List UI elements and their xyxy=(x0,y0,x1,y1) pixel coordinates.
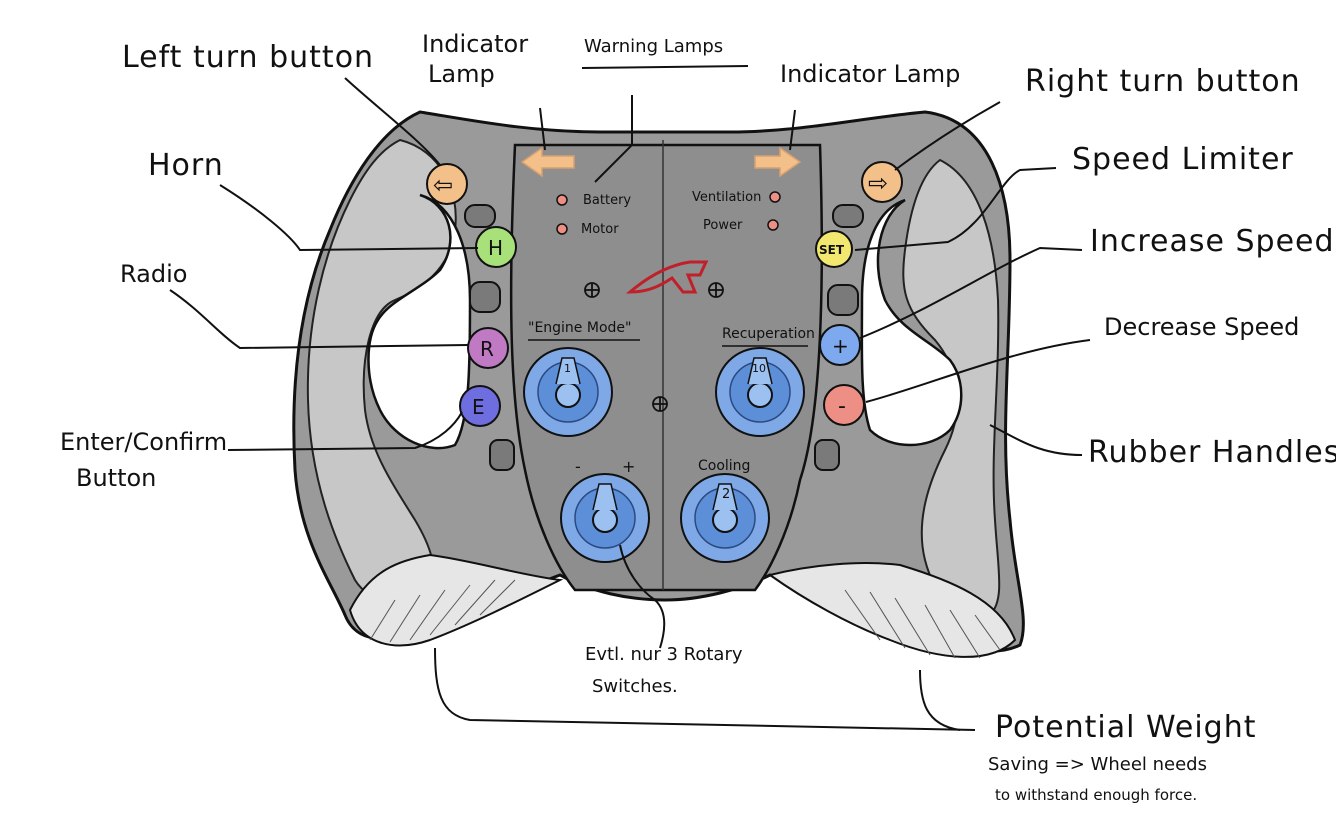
left-turn-button[interactable]: ⇦ xyxy=(426,163,468,205)
minus-label: - xyxy=(575,457,581,476)
enter-confirm-label-line2: Button xyxy=(76,464,157,492)
plus-label: + xyxy=(622,457,635,476)
left-lower-rotary-switch[interactable] xyxy=(560,473,650,563)
right-turn-button-label: Right turn button xyxy=(1025,64,1301,99)
speed-limiter-set-button[interactable]: SET xyxy=(815,230,853,268)
increase-speed-label: Increase Speed xyxy=(1090,224,1335,259)
right-turn-button[interactable]: ⇨ xyxy=(861,161,903,203)
warning-lamps xyxy=(556,191,781,235)
set-button-label: SET xyxy=(819,243,845,257)
right-arrow-icon: ⇨ xyxy=(868,169,888,197)
decrease-speed-label: Decrease Speed xyxy=(1104,313,1300,341)
enter-confirm-button[interactable]: E xyxy=(459,385,501,427)
cooling-label: Cooling xyxy=(698,458,750,474)
weight-saving-note-line3: to withstand enough force. xyxy=(995,786,1198,804)
weight-saving-note-line2: Saving => Wheel needs xyxy=(988,754,1207,775)
right-lower-grip xyxy=(767,562,1017,658)
grip-hatching xyxy=(369,579,1001,659)
rubber-handles-label: Rubber Handles xyxy=(1088,435,1336,470)
recuperation-rotary-switch[interactable]: 10 xyxy=(715,347,805,437)
lamp-power-label: Power xyxy=(703,218,743,233)
rotary-switches-note-line1: Evtl. nur 3 Rotary xyxy=(585,644,743,665)
lamp-battery-label: Battery xyxy=(583,193,631,208)
left-arrow-icon: ⇦ xyxy=(433,171,453,199)
right-indicator-label: Indicator Lamp xyxy=(780,60,961,88)
enter-confirm-label-line1: Enter/Confirm xyxy=(60,428,228,456)
horn-label: Horn xyxy=(148,148,224,183)
engine-mode-label: "Engine Mode" xyxy=(528,320,631,336)
left-indicator-label-line1: Indicator xyxy=(422,30,529,58)
left-turn-button-label: Left turn button xyxy=(122,40,375,75)
engine-mode-rotary-switch[interactable]: 1 xyxy=(523,347,613,437)
increase-button-label: + xyxy=(832,334,849,358)
rotary-switches-note-line2: Switches. xyxy=(592,676,678,697)
radio-label: Radio xyxy=(120,260,188,288)
weight-saving-note-line1: Potential Weight xyxy=(995,710,1257,745)
left-indicator-lamp-icon xyxy=(520,146,575,178)
lamp-motor-label: Motor xyxy=(581,222,619,237)
recuperation-value: 10 xyxy=(752,362,766,375)
horn-button-label: H xyxy=(488,236,503,260)
radio-button-label: R xyxy=(480,337,494,361)
leader-lines xyxy=(169,65,1091,731)
slot-buttons xyxy=(464,204,864,471)
recuperation-label: Recuperation xyxy=(722,326,815,342)
panel-screws xyxy=(584,282,724,412)
increase-speed-button[interactable]: + xyxy=(819,324,861,366)
radio-button[interactable]: R xyxy=(467,327,509,369)
enter-button-label: E xyxy=(472,395,485,419)
decrease-button-label: - xyxy=(838,394,846,419)
right-grip-hole xyxy=(860,198,963,447)
warning-lamps-label: Warning Lamps xyxy=(584,36,724,57)
horn-button[interactable]: H xyxy=(475,226,517,268)
decrease-speed-button[interactable]: - xyxy=(823,384,865,426)
left-indicator-label-line2: Lamp xyxy=(428,60,495,88)
engine-mode-value: 1 xyxy=(564,362,571,375)
cooling-value: 2 xyxy=(722,487,730,502)
brand-logo xyxy=(625,260,709,294)
cooling-rotary-switch[interactable]: 2 xyxy=(680,473,770,563)
right-indicator-lamp-icon xyxy=(754,146,802,178)
speed-limiter-label: Speed Limiter xyxy=(1072,142,1294,177)
lamp-ventilation-label: Ventilation xyxy=(692,190,761,205)
